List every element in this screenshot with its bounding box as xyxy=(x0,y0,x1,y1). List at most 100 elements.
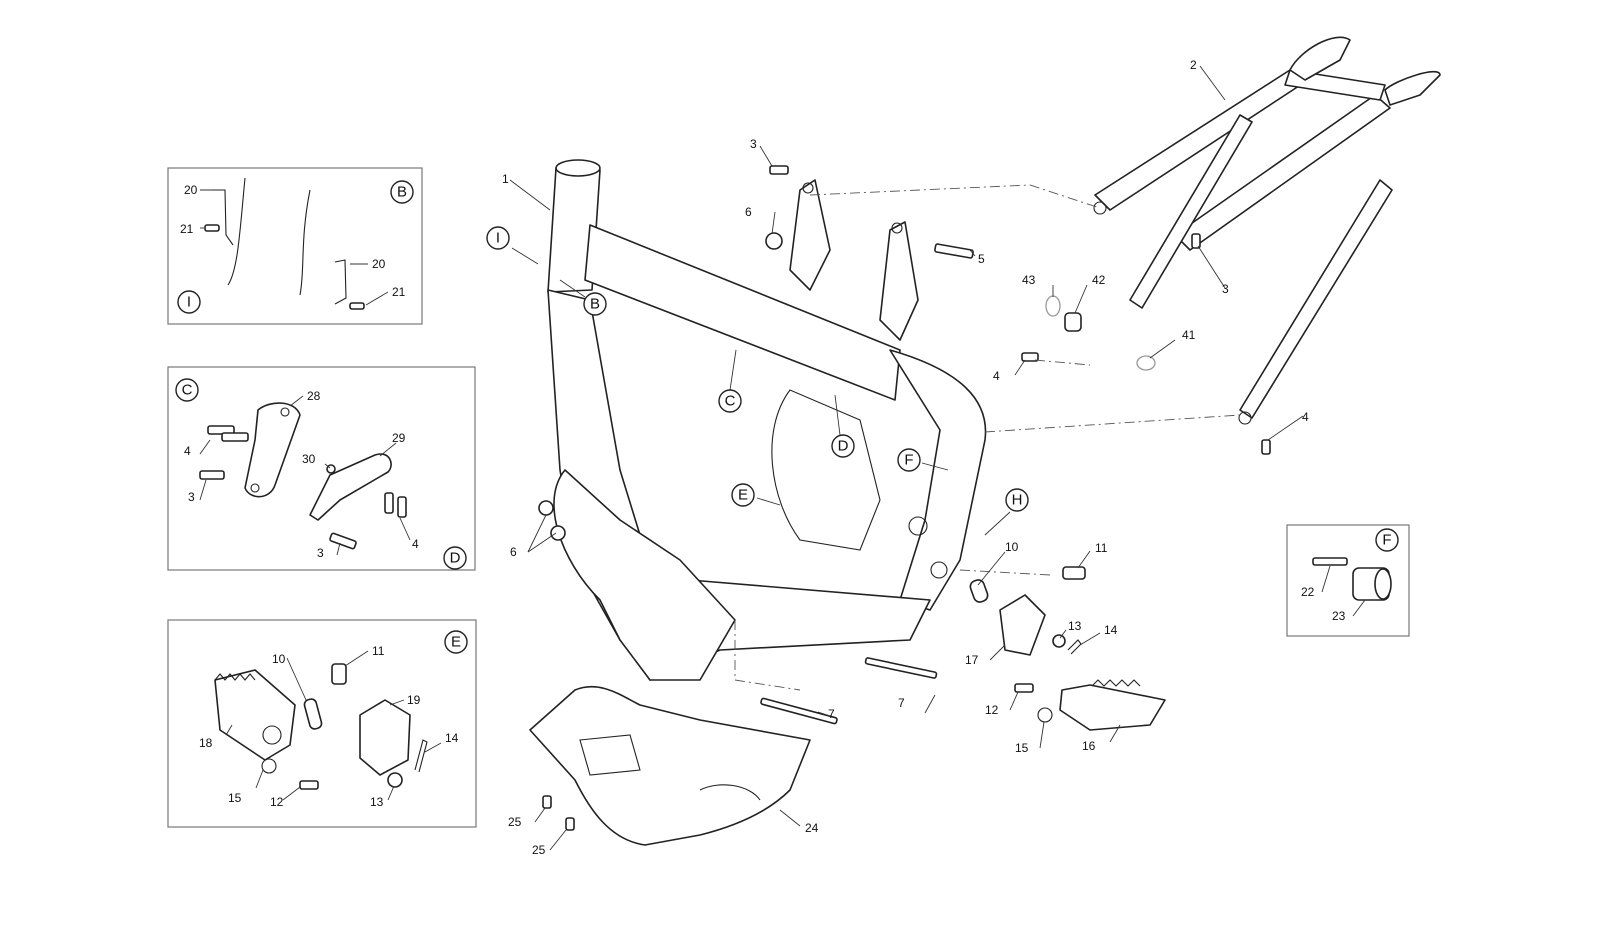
frame-footpeg-mount xyxy=(908,516,928,536)
bolt-7-right xyxy=(864,657,938,679)
marker-i-circle xyxy=(177,290,201,314)
gusset-hole-left xyxy=(802,182,814,194)
view-marker-b: B xyxy=(590,296,600,313)
detail-box-e: 10 11 19 18 14 15 12 13 E xyxy=(167,619,477,828)
leader-14-right xyxy=(1079,632,1101,646)
leader-28 xyxy=(289,395,304,407)
bolt-7-center xyxy=(760,697,838,725)
clip-14-e xyxy=(414,739,428,773)
leader-4-c xyxy=(199,439,211,455)
leader-7-center xyxy=(817,711,831,717)
leader-3-upper xyxy=(759,145,773,167)
marker-e-circle xyxy=(444,630,468,654)
marker-f-box-circle xyxy=(1375,528,1399,552)
leader-29 xyxy=(379,442,397,457)
leader-14-e xyxy=(424,742,442,753)
footpeg-18-pivot xyxy=(262,725,282,745)
ref-line-skid xyxy=(734,620,801,691)
leader-21-b xyxy=(365,291,389,306)
leader-10-e xyxy=(286,657,307,701)
ref-line-lower-mount xyxy=(984,414,1241,433)
subframe-right-top-rail xyxy=(1174,94,1391,251)
label-15-e: 15 xyxy=(228,791,242,805)
skid-plate-contour xyxy=(699,784,761,801)
subframe-left-lower-strut xyxy=(1129,114,1253,309)
frame-outline-i xyxy=(227,177,246,286)
view-marker-e: E xyxy=(738,487,748,504)
view-marker-c: C xyxy=(725,393,736,410)
arrow-e xyxy=(756,497,781,506)
footpeg-18-teeth xyxy=(214,673,256,681)
callout-4-right: 4 xyxy=(1302,410,1309,424)
ref-line-bolt-4 xyxy=(1034,359,1091,366)
washer-43 xyxy=(1045,295,1061,317)
leader-17 xyxy=(989,644,1006,661)
nut-6-lower-b xyxy=(550,525,566,541)
callout-3-upper: 3 xyxy=(750,137,757,151)
callout-11-right: 11 xyxy=(1095,541,1108,555)
leader-30 xyxy=(324,463,331,469)
bracket-28 xyxy=(244,402,301,498)
bolt-4-c-1 xyxy=(207,425,235,435)
label-30: 30 xyxy=(302,452,316,466)
bolt-4-right xyxy=(1261,439,1271,455)
callout-43: 43 xyxy=(1022,273,1036,287)
callout-10-right: 10 xyxy=(1005,540,1019,554)
callout-42: 42 xyxy=(1092,273,1106,287)
bracket-28-hole-1 xyxy=(280,407,290,417)
label-11-e: 11 xyxy=(372,644,385,658)
pin-10-e xyxy=(303,698,323,730)
callout-16: 16 xyxy=(1082,739,1096,753)
head-tube-top xyxy=(555,159,601,177)
label-3-d: 3 xyxy=(317,546,324,560)
label-28: 28 xyxy=(307,389,321,403)
callout-6-upper: 6 xyxy=(745,205,752,219)
leader-41 xyxy=(1149,339,1176,359)
label-21-i: 21 xyxy=(180,222,194,236)
subframe-left-rear-tip xyxy=(1289,36,1351,81)
main-labels: 1 2 3 6 5 4 43 42 41 3 4 6 7 7 10 11 17 … xyxy=(502,58,1309,857)
label-12-e: 12 xyxy=(270,795,284,809)
screw-25-a xyxy=(542,795,552,809)
label-4-c: 4 xyxy=(184,444,191,458)
callout-2: 2 xyxy=(1190,58,1197,72)
view-marker-i-circle xyxy=(486,226,510,250)
skid-plate-vent xyxy=(579,734,641,776)
screw-25-b xyxy=(565,817,575,831)
bolt-11-right xyxy=(1062,566,1086,580)
callout-25-b: 25 xyxy=(532,843,546,857)
bolt-4-c-2 xyxy=(221,432,249,442)
leader-13-right xyxy=(1059,629,1067,639)
bolt-3-upper xyxy=(769,165,789,175)
leader-6-upper xyxy=(771,211,776,235)
leader-42 xyxy=(1074,284,1088,314)
marker-c-box: C xyxy=(182,382,193,399)
arrow-d xyxy=(834,394,841,436)
label-14-e: 14 xyxy=(445,731,459,745)
leader-2 xyxy=(1199,65,1226,101)
bolt-3-right xyxy=(1191,233,1201,249)
label-20-i: 20 xyxy=(184,183,198,197)
label-23: 23 xyxy=(1332,609,1346,623)
view-marker-f-circle xyxy=(897,448,921,472)
leader-4-d xyxy=(399,517,411,541)
detail-box-i-b: 20 21 20 21 B I xyxy=(167,167,423,325)
frame-upper-gusset-right xyxy=(879,221,919,341)
arrow-i xyxy=(511,247,539,265)
view-marker-f: F xyxy=(904,452,913,469)
label-22: 22 xyxy=(1301,585,1315,599)
bolt-3-c xyxy=(199,470,225,480)
view-marker-d: D xyxy=(838,438,849,455)
callout-25-a: 25 xyxy=(508,815,522,829)
leader-23 xyxy=(1352,599,1366,617)
label-29: 29 xyxy=(392,431,406,445)
leader-15-right xyxy=(1039,721,1045,749)
loose-hardware xyxy=(538,165,1271,731)
callout-24: 24 xyxy=(805,821,819,835)
leader-11-right xyxy=(1077,550,1091,569)
label-21-b: 21 xyxy=(392,285,406,299)
leader-16 xyxy=(1109,724,1121,743)
bracket-17 xyxy=(999,594,1046,656)
frame-swingarm-pivot-area xyxy=(771,389,881,551)
frame-lower-left-loop xyxy=(553,469,736,681)
